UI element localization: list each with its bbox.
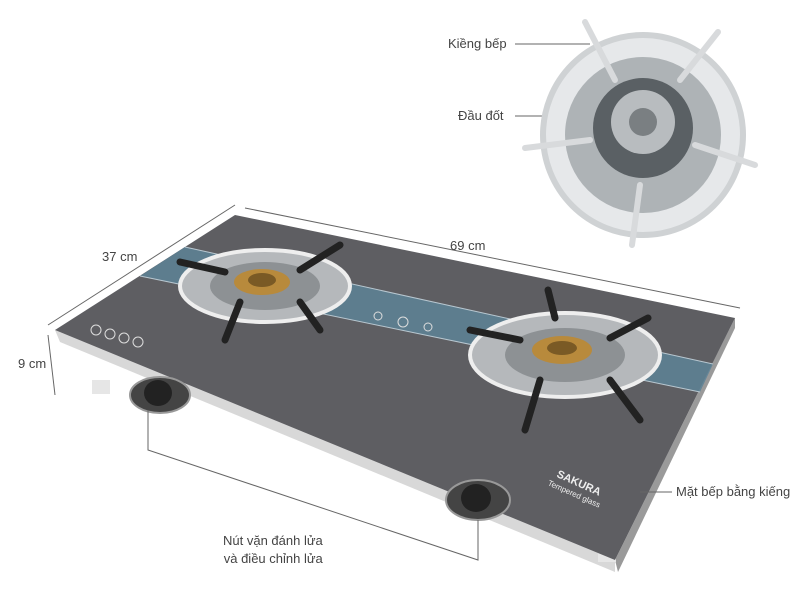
label-knob: Nút vặn đánh lửa và điều chỉnh lửa [223,532,323,568]
control-panel-icons [90,311,433,348]
stove-body-right [615,318,735,572]
burner-detail [522,19,758,248]
stove-foot [92,380,110,394]
label-glass-top: Mặt bếp bằng kiếng [676,484,791,499]
label-pan-support: Kiềng bếp [448,36,507,51]
label-depth: 37 cm [102,249,138,264]
label-width: 69 cm [450,238,486,253]
label-knob-line2: và điều chỉnh lửa [223,551,323,566]
right-knob [445,479,511,521]
label-height: 9 cm [18,356,47,371]
left-burner [176,241,352,344]
right-burner [466,286,662,434]
label-knob-line1: Nút vặn đánh lửa [223,533,323,548]
left-knob [129,376,191,414]
label-burner-head: Đầu đốt [458,108,504,123]
dimension-lines [47,43,741,561]
